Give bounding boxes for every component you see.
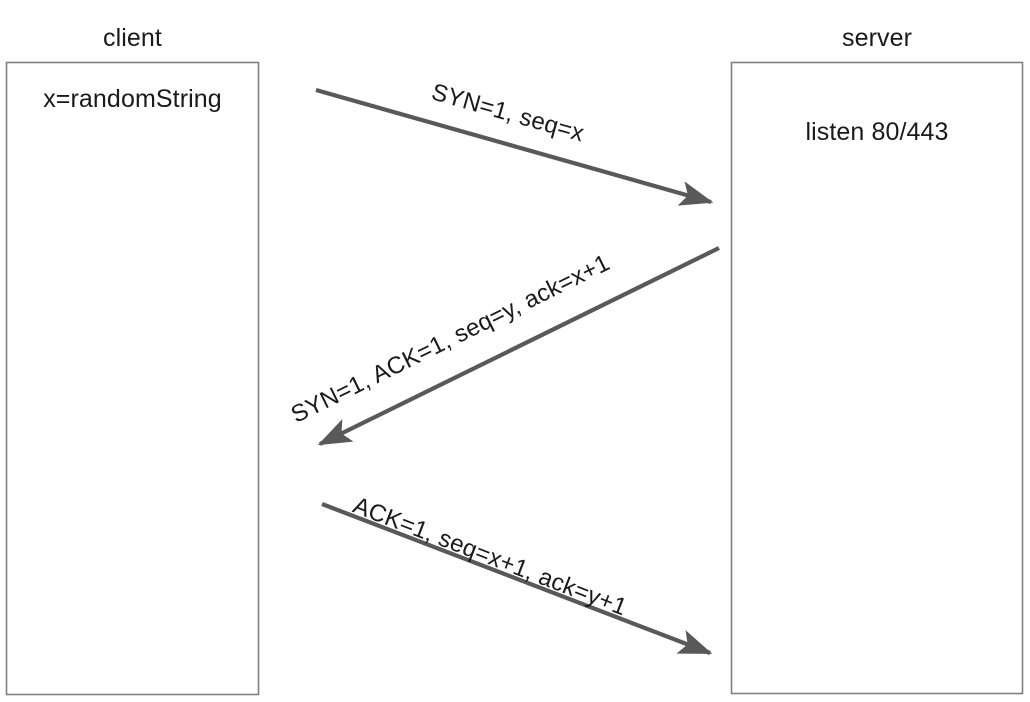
client-lane-box [5,61,260,696]
server-lane-note: listen 80/443 [805,118,949,146]
message-arrow-ack [321,502,713,655]
server-lane-box [730,61,1024,695]
client-lane-title: client [103,24,162,52]
client-lane-note: x=randomString [43,85,222,113]
message-arrow-syn-ack [317,246,720,446]
server-lane-title: server [841,24,913,52]
message-arrow-syn [315,87,714,206]
